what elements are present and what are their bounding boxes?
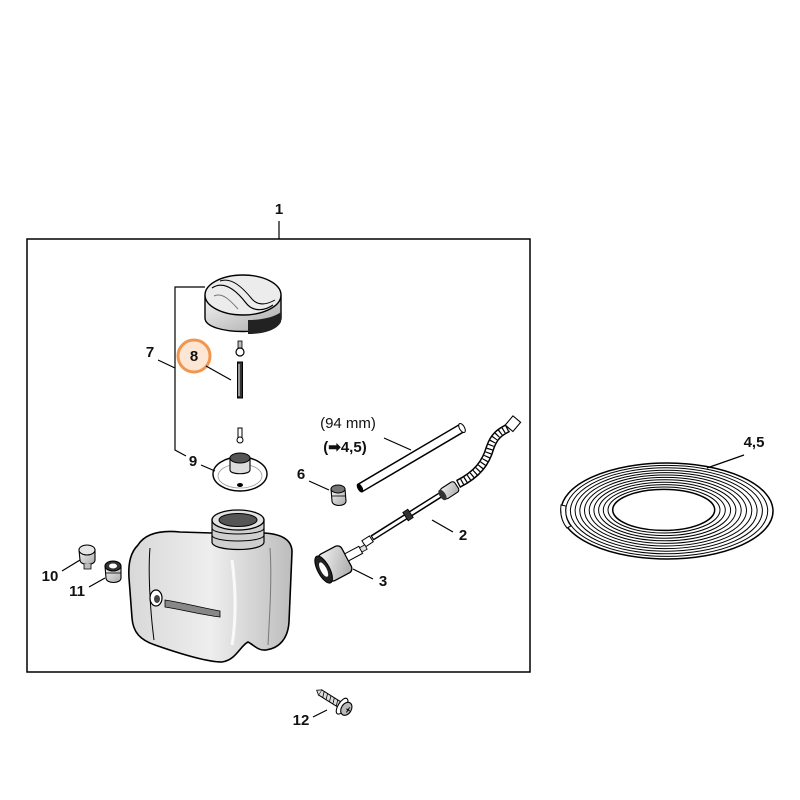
fitting-11 (104, 560, 122, 584)
leader-2 (431, 519, 454, 533)
fuel-filter (314, 544, 368, 584)
callout-11[interactable]: 11 (69, 583, 85, 600)
leader-4-5 (706, 454, 745, 469)
coil-ring (584, 474, 747, 547)
fuel-line (361, 415, 522, 548)
leader-6 (308, 480, 330, 491)
fuel-tank (128, 509, 293, 663)
callout-6[interactable]: 6 (297, 466, 305, 483)
callout-12[interactable]: 12 (293, 712, 310, 729)
leader-3 (352, 568, 374, 580)
hose-94mm (356, 422, 466, 493)
callout-1[interactable]: 1 (275, 201, 283, 218)
coil-ring (607, 486, 721, 534)
callout-9[interactable]: 9 (189, 453, 197, 470)
coil-ring (574, 469, 758, 552)
leader-hose (383, 437, 412, 451)
callout-2[interactable]: 2 (459, 527, 467, 544)
callout-10[interactable]: 10 (42, 568, 59, 585)
gasket (212, 452, 268, 492)
group-bracket (174, 286, 205, 457)
leader-8 (205, 365, 232, 381)
coil-ring (602, 484, 726, 537)
leader-12 (312, 709, 328, 718)
screw-12 (316, 689, 353, 716)
coil-ring (598, 481, 732, 539)
fuel-cap (204, 274, 282, 334)
callout-3[interactable]: 3 (379, 573, 387, 590)
hose-reference-label[interactable]: (➡4,5) (323, 439, 366, 456)
rod-assembly (235, 340, 245, 444)
hose-length-label: (94 mm) (320, 415, 376, 432)
coil-ring (588, 476, 742, 544)
leader-9 (200, 464, 216, 472)
coil-ring (579, 472, 753, 550)
leader-11 (88, 577, 106, 588)
callout-8[interactable]: 8 (190, 348, 198, 365)
tubing-coil-cut-end (560, 504, 572, 529)
leader-7 (157, 359, 176, 369)
callout-7[interactable]: 7 (146, 344, 154, 361)
tubing-coil (560, 462, 774, 560)
callout-4-5[interactable]: 4,5 (744, 434, 765, 451)
coil-ring (611, 488, 716, 532)
bolt-10 (78, 544, 96, 570)
coil-ring (593, 479, 737, 542)
fitting-6 (330, 484, 347, 507)
coil-ring (569, 467, 763, 555)
leader-10 (61, 559, 81, 572)
selected-callout-highlight (176, 338, 212, 374)
